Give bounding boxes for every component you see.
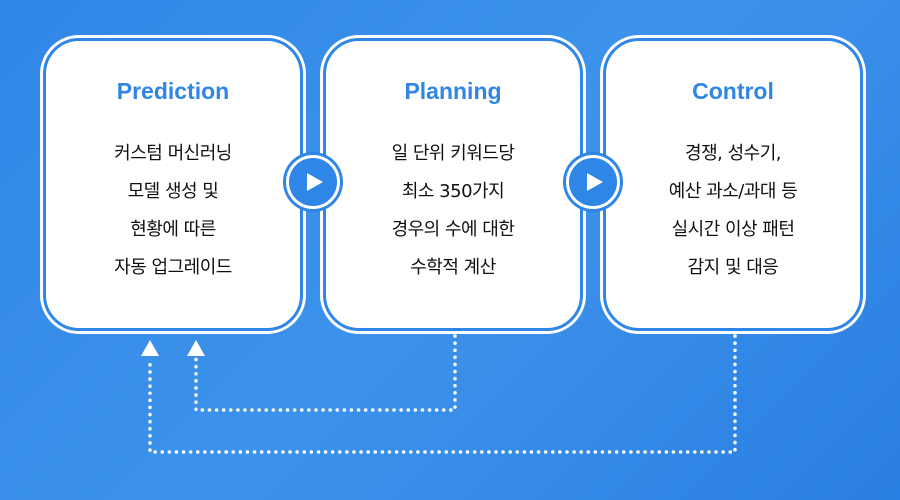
card-text: 모델 생성 및 bbox=[127, 181, 219, 202]
card-control: Control 경쟁, 성수기, 예산 과소/과대 등 실시간 이상 패턴 감지… bbox=[603, 38, 863, 331]
planning-feedback-line bbox=[194, 334, 457, 412]
card-text: 경쟁, 성수기, bbox=[685, 143, 781, 164]
card-text: 최소 350가지 bbox=[401, 181, 505, 202]
arrowhead-icon bbox=[141, 340, 159, 356]
card-text: 자동 업그레이드 bbox=[114, 257, 232, 278]
card-text: 감지 및 대응 bbox=[687, 257, 779, 278]
card-text: 예산 과소/과대 등 bbox=[668, 181, 798, 202]
card-planning: Planning 일 단위 키워드당 최소 350가지 경우의 수에 대한 수학… bbox=[323, 38, 583, 331]
card-text: 현황에 따른 bbox=[130, 219, 216, 240]
play-arrow-icon bbox=[566, 155, 620, 209]
play-arrow-icon bbox=[286, 155, 340, 209]
card-text: 커스텀 머신러닝 bbox=[114, 143, 232, 164]
card-text: 수학적 계산 bbox=[410, 257, 496, 278]
card-title: Planning bbox=[404, 78, 502, 104]
card-title: Prediction bbox=[116, 78, 230, 104]
card-text: 실시간 이상 패턴 bbox=[671, 219, 795, 240]
control-feedback-line bbox=[148, 334, 737, 454]
card-text: 일 단위 키워드당 bbox=[391, 143, 515, 164]
card-prediction: Prediction 커스텀 머신러닝 모델 생성 및 현황에 따른 자동 업그… bbox=[43, 38, 303, 331]
card-title: Control bbox=[692, 78, 774, 104]
card-text: 경우의 수에 대한 bbox=[391, 219, 515, 240]
arrowhead-icon bbox=[187, 340, 205, 356]
